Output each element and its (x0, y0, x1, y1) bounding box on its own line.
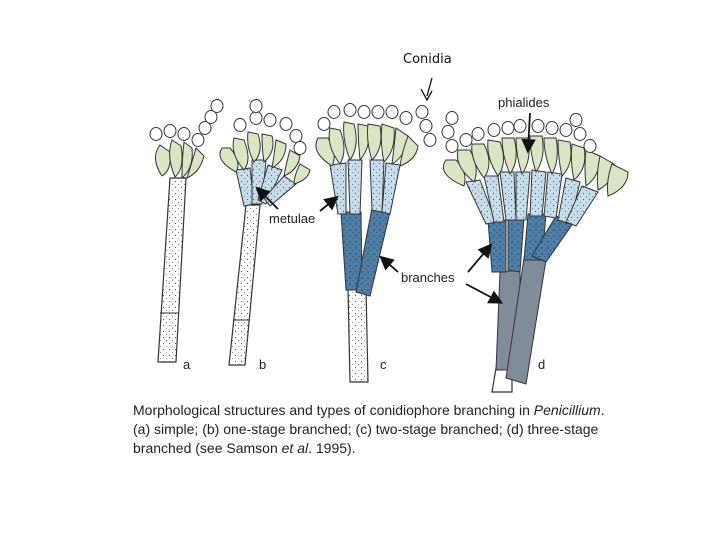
panel-b-stipe-texture (229, 205, 260, 365)
conidia-arrowhead (420, 88, 433, 102)
panel-d-metulae-texture (466, 170, 598, 226)
panel-d-branches-texture (488, 214, 574, 272)
panel-b-phialides (219, 131, 311, 185)
panel-a-conidia (149, 99, 224, 147)
panel-c-branches-texture (341, 208, 390, 296)
phialides-arrow (521, 112, 536, 154)
conidia-label: Conidia (403, 52, 452, 67)
panel-c-stipe-texture (348, 288, 368, 382)
caption-line-3-end: . 1995). (308, 440, 356, 456)
panel-d-conidiophore (441, 111, 629, 393)
panel-a-phialides (155, 139, 205, 180)
branches-arrow-d-upper (467, 243, 493, 273)
metulae-arrow-b (255, 186, 279, 210)
panel-b-conidiophore (219, 99, 311, 366)
caption-line-1-end: . (600, 402, 605, 418)
caption-et-al: et al (281, 440, 309, 456)
panel-a-conidiophore (149, 99, 224, 363)
caption-line-2: (a) simple; (b) one-stage branched; (c) … (133, 421, 599, 437)
panel-c-conidia (317, 103, 437, 147)
caption-line-3: branched (see Samson et al. 1995). (133, 439, 653, 458)
panel-c-metulae-texture (330, 160, 400, 214)
panel-c-conidiophore (315, 103, 437, 383)
caption-line-1-text: Morphological structures and types of co… (133, 402, 534, 418)
panel-b-label: b (259, 357, 266, 372)
panel-c-label: c (380, 357, 387, 372)
panel-a-label: a (183, 357, 191, 372)
branches-label: branches (401, 270, 455, 285)
metulae-arrow-c (319, 195, 339, 212)
panel-d-label: d (538, 357, 545, 372)
figure-caption: Morphological structures and types of co… (133, 401, 653, 458)
caption-genus: Penicillium (533, 402, 601, 418)
metulae-label: metulae (269, 211, 315, 226)
panel-b-conidia (233, 99, 307, 155)
conidia-arrow (426, 77, 433, 97)
branches-arrow-d-lower (465, 283, 504, 304)
panel-d-conidia (441, 111, 597, 153)
caption-line-3-start: branched (see Samson (133, 440, 282, 456)
phialides-label: phialides (498, 95, 550, 110)
branches-arrow-c (379, 255, 399, 273)
panel-c-phialides (315, 121, 419, 167)
panel-a-stipe-texture (158, 178, 186, 362)
caption-line-1: Morphological structures and types of co… (133, 401, 653, 420)
